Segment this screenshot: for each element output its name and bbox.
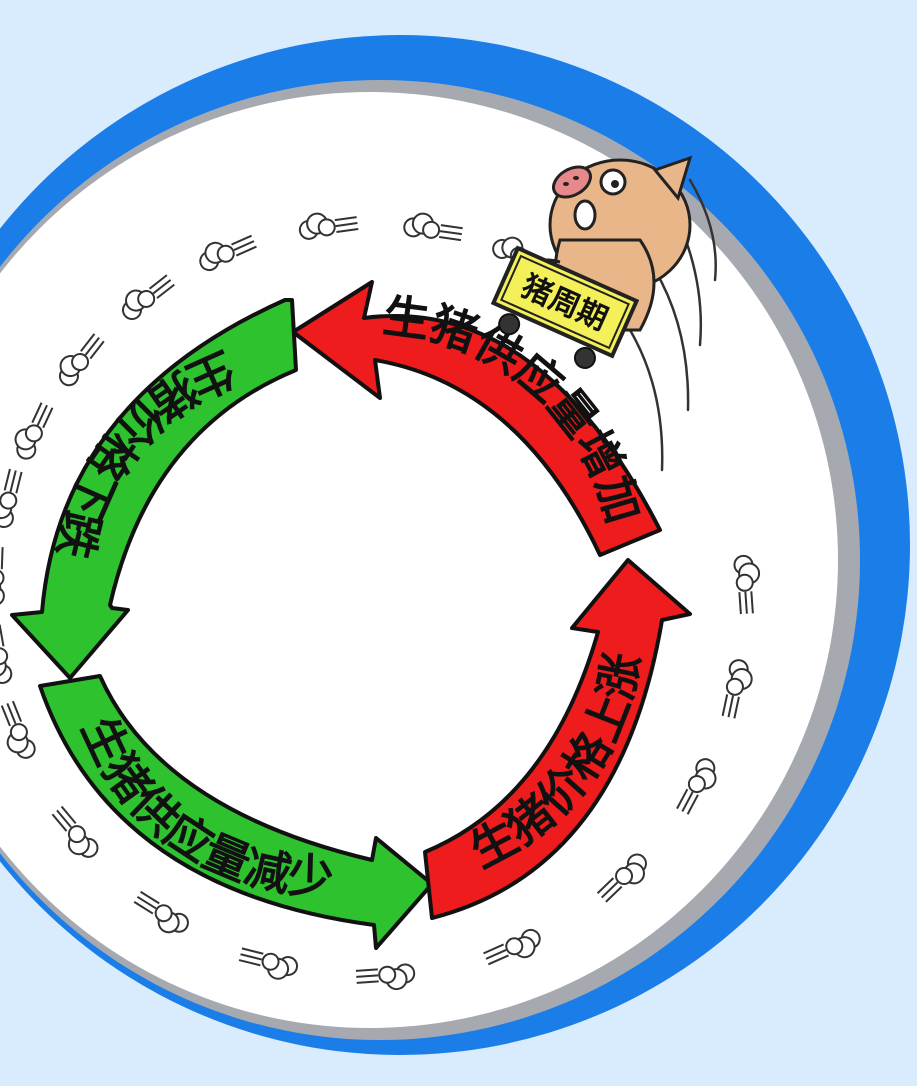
pig-cycle-illustration: 生猪供应量增加 生猪价格下跌 生猪供应量减少 生猪价格上涨	[0, 0, 917, 1082]
